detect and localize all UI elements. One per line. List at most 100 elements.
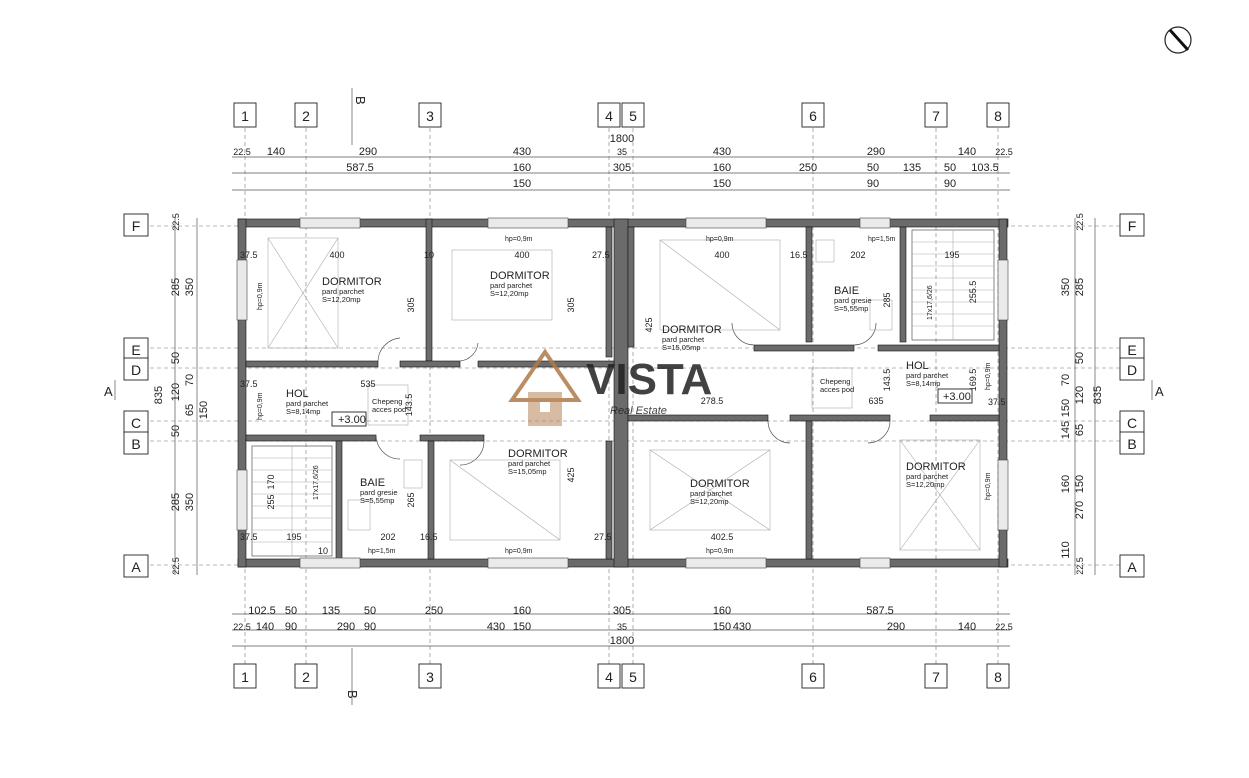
dim-label: 22.5 <box>171 213 181 231</box>
brand-tagline: Real Estate <box>610 405 667 417</box>
dim-label: 430 <box>513 146 531 158</box>
dim-label: 285 <box>882 292 892 307</box>
grid-label: 4 <box>605 108 613 124</box>
dim-label: 35 <box>617 622 627 632</box>
dim-label: 835 <box>153 386 165 404</box>
room-name: HOL <box>906 360 929 372</box>
dim-label: 22.5 <box>171 557 181 575</box>
dim-label: 350 <box>1060 278 1072 296</box>
grid-label: C <box>131 415 141 431</box>
section-label-left: A <box>104 384 113 399</box>
grid-label: 2 <box>302 669 310 685</box>
dim-label: 350 <box>184 278 196 296</box>
dim-label: 10 <box>318 546 328 556</box>
dim-label: 305 <box>613 605 631 617</box>
north-arrow-icon <box>1164 26 1192 54</box>
dim-label: 50 <box>285 605 297 617</box>
grid-label: E <box>131 342 140 358</box>
dim-label: 290 <box>867 146 885 158</box>
dim-label: 160 <box>513 162 531 174</box>
stair-note: 17x17,6/26 <box>927 285 934 320</box>
dim-label: 70 <box>1060 374 1072 386</box>
row-markers-left: F E D C B A <box>123 213 149 578</box>
dim-label: 143.5 <box>882 369 892 392</box>
dim-label: 22.5 <box>995 622 1013 632</box>
room-floor: pard parchet <box>322 287 365 296</box>
grid-label: F <box>1128 218 1137 234</box>
dim-label: 37.5 <box>240 532 258 542</box>
dim-label: 400 <box>514 250 529 260</box>
dim-label: 290 <box>359 146 377 158</box>
dim-label: 135 <box>322 605 340 617</box>
room-name: DORMITOR <box>690 478 750 490</box>
dim-label: 50 <box>944 162 956 174</box>
dim-label: 120 <box>1074 386 1086 404</box>
dim-label: 160 <box>713 605 731 617</box>
dim-label: 50 <box>1074 352 1086 364</box>
dim-label: 140 <box>256 621 274 633</box>
dim-label: 90 <box>867 178 879 190</box>
dim-label: 50 <box>364 605 376 617</box>
room-baie-2: BAIE pard gresie S=5,55mp <box>360 477 398 505</box>
room-dormitor-6: DORMITOR pard parchet S=12,20mp <box>906 461 966 489</box>
dim-label: 22.5 <box>233 622 251 632</box>
grid-label: 6 <box>809 669 817 685</box>
room-hol-1: HOL pard parchet S=8,14mp <box>286 388 329 416</box>
furniture <box>251 229 995 557</box>
grid-label: B <box>1127 436 1136 452</box>
dim-label: 169.5 <box>968 369 978 392</box>
dim-label: 37.5 <box>240 379 258 389</box>
dim-label: 70 <box>184 374 196 386</box>
level-mark: +3.00 <box>943 391 971 403</box>
dim-label: 150 <box>1060 399 1072 417</box>
sill-height: hp=0,9m <box>505 548 533 555</box>
room-area: S=12,20mp <box>490 289 529 298</box>
room-area: S=15,05mp <box>508 467 547 476</box>
misc-labels: Chepeng acces pod Chepeng acces pod +3.0… <box>257 236 992 555</box>
bottom-dimensions: 102.5 50 135 50 250 160 305 160 587.5 22… <box>233 605 1013 647</box>
room-name: DORMITOR <box>906 461 966 473</box>
room-name: BAIE <box>360 477 385 489</box>
doors <box>375 322 891 466</box>
dim-label: 150 <box>713 178 731 190</box>
room-area: S=12,20mp <box>690 497 729 506</box>
dim-label: 285 <box>170 493 182 511</box>
dim-label: 290 <box>337 621 355 633</box>
room-floor: pard parchet <box>490 281 533 290</box>
room-floor: pard parchet <box>662 335 705 344</box>
dim-label: 145 <box>1060 421 1072 439</box>
room-floor: pard parchet <box>508 459 551 468</box>
dim-label: 535 <box>360 379 375 389</box>
dim-label: 110 <box>1060 541 1072 559</box>
dim-label: 102.5 <box>248 605 276 617</box>
room-dormitor-1: DORMITOR pard parchet S=12,20mp <box>322 276 382 304</box>
dim-label: 305 <box>406 297 416 312</box>
section-label-top: B <box>353 96 368 105</box>
dim-label: 430 <box>713 146 731 158</box>
room-area: S=15,05mp <box>662 343 701 352</box>
dim-label: 16.5 <box>420 532 438 542</box>
room-dormitor-2: DORMITOR pard parchet S=12,20mp <box>490 270 550 298</box>
grid-label: D <box>131 362 141 378</box>
room-name: BAIE <box>834 285 859 297</box>
chepeng-sub: acces pod <box>372 405 406 414</box>
grid-label: 3 <box>426 669 434 685</box>
dim-label: 140 <box>958 146 976 158</box>
dim-label: 50 <box>867 162 879 174</box>
dim-label: 27.5 <box>592 250 610 260</box>
sill-height: hp=1,5m <box>868 236 896 243</box>
windows <box>236 217 1009 569</box>
dim-label: 290 <box>887 621 905 633</box>
room-floor: pard parchet <box>286 399 329 408</box>
dim-label: 285 <box>170 278 182 296</box>
room-floor: pard parchet <box>906 371 949 380</box>
grid-label: 8 <box>994 108 1002 124</box>
sill-height: hp=0,9m <box>985 472 992 500</box>
room-area: S=8,14mp <box>286 407 320 416</box>
dim-label: 430 <box>487 621 505 633</box>
room-dormitor-5: DORMITOR pard parchet S=12,20mp <box>690 478 750 506</box>
top-dimensions: 22.5 140 290 430 35 430 290 140 22.5 180… <box>233 133 1013 190</box>
dim-label: 835 <box>1092 386 1104 404</box>
dim-label: 250 <box>799 162 817 174</box>
room-area: S=8,14mp <box>906 379 940 388</box>
